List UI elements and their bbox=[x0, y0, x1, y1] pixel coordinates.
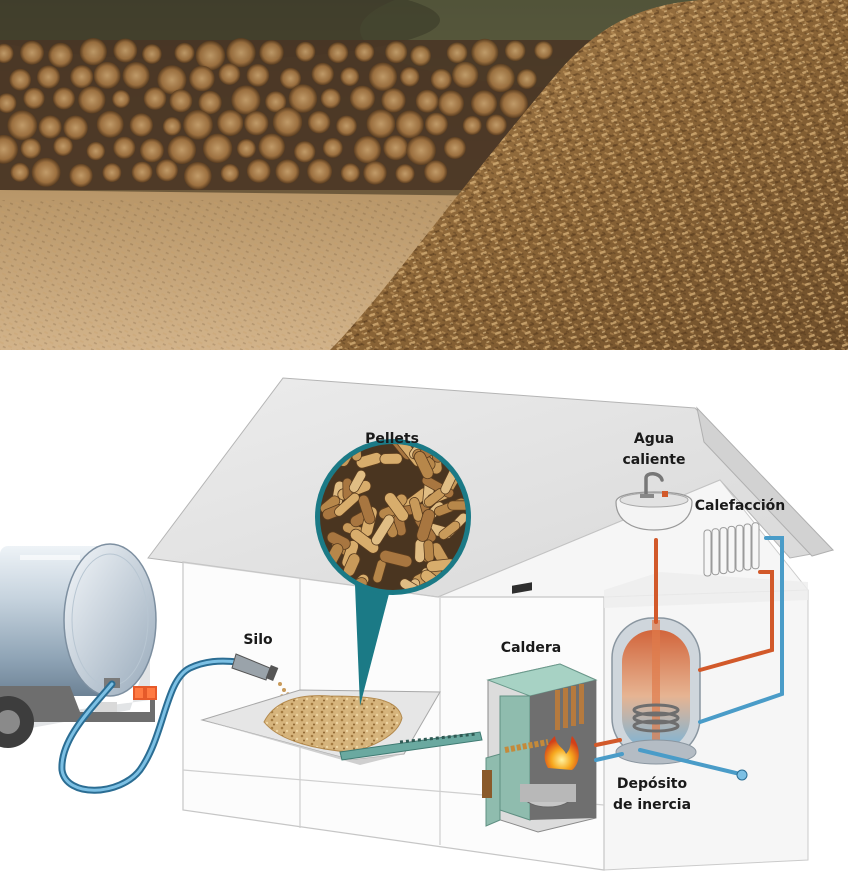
tank-end-cap bbox=[63, 543, 157, 697]
label-agua: Agua bbox=[634, 431, 674, 447]
label-caliente: caliente bbox=[623, 452, 686, 468]
wood-chips-photo bbox=[0, 0, 848, 350]
pellet-pile bbox=[263, 695, 403, 753]
faucet-icon bbox=[644, 472, 664, 498]
label-silo: Silo bbox=[243, 632, 273, 648]
log-pile bbox=[0, 38, 600, 190]
boiler bbox=[482, 582, 598, 833]
boiler-flame bbox=[544, 736, 579, 770]
label-inercia: de inercia bbox=[613, 797, 691, 813]
cold-water-pipes bbox=[594, 536, 784, 781]
hot-water-pipes bbox=[594, 538, 774, 747]
label-deposito: Depósito bbox=[617, 776, 688, 792]
silo-hopper bbox=[200, 689, 441, 765]
tanker-truck bbox=[0, 543, 157, 748]
label-caldera: Caldera bbox=[501, 640, 561, 656]
feed-auger bbox=[339, 731, 483, 761]
label-pellets: Pellets bbox=[365, 431, 419, 447]
buffer-tank bbox=[611, 617, 701, 765]
label-calefaccion: Calefacción bbox=[695, 498, 786, 514]
radiator bbox=[703, 522, 760, 577]
sink bbox=[615, 472, 693, 531]
biomass-heating-diagram: Pellets Agua caliente Calefacción Silo C… bbox=[0, 377, 835, 871]
